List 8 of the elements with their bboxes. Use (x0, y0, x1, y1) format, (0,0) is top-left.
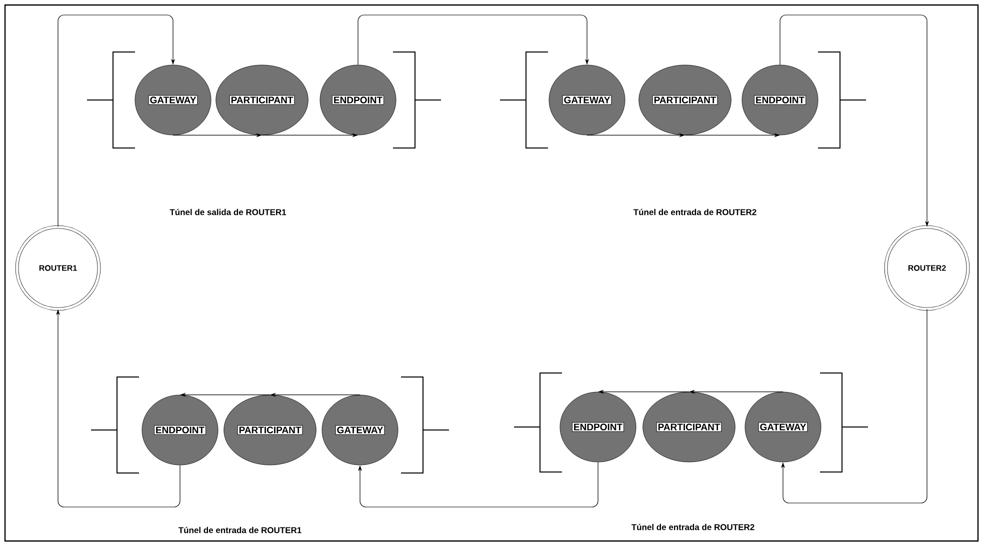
arrow (780, 308, 928, 504)
arrow (358, 462, 598, 508)
tunnel-caption: Túnel de entrada de ROUTER2 (633, 208, 756, 216)
tunnel-caption: Túnel de entrada de ROUTER1 (178, 526, 302, 534)
tunnel-caption: Túnel de salida de ROUTER1 (170, 208, 286, 216)
tunnel-caption: Túnel de entrada de ROUTER2 (631, 524, 754, 530)
arrow (358, 14, 590, 66)
arrow (58, 14, 176, 228)
